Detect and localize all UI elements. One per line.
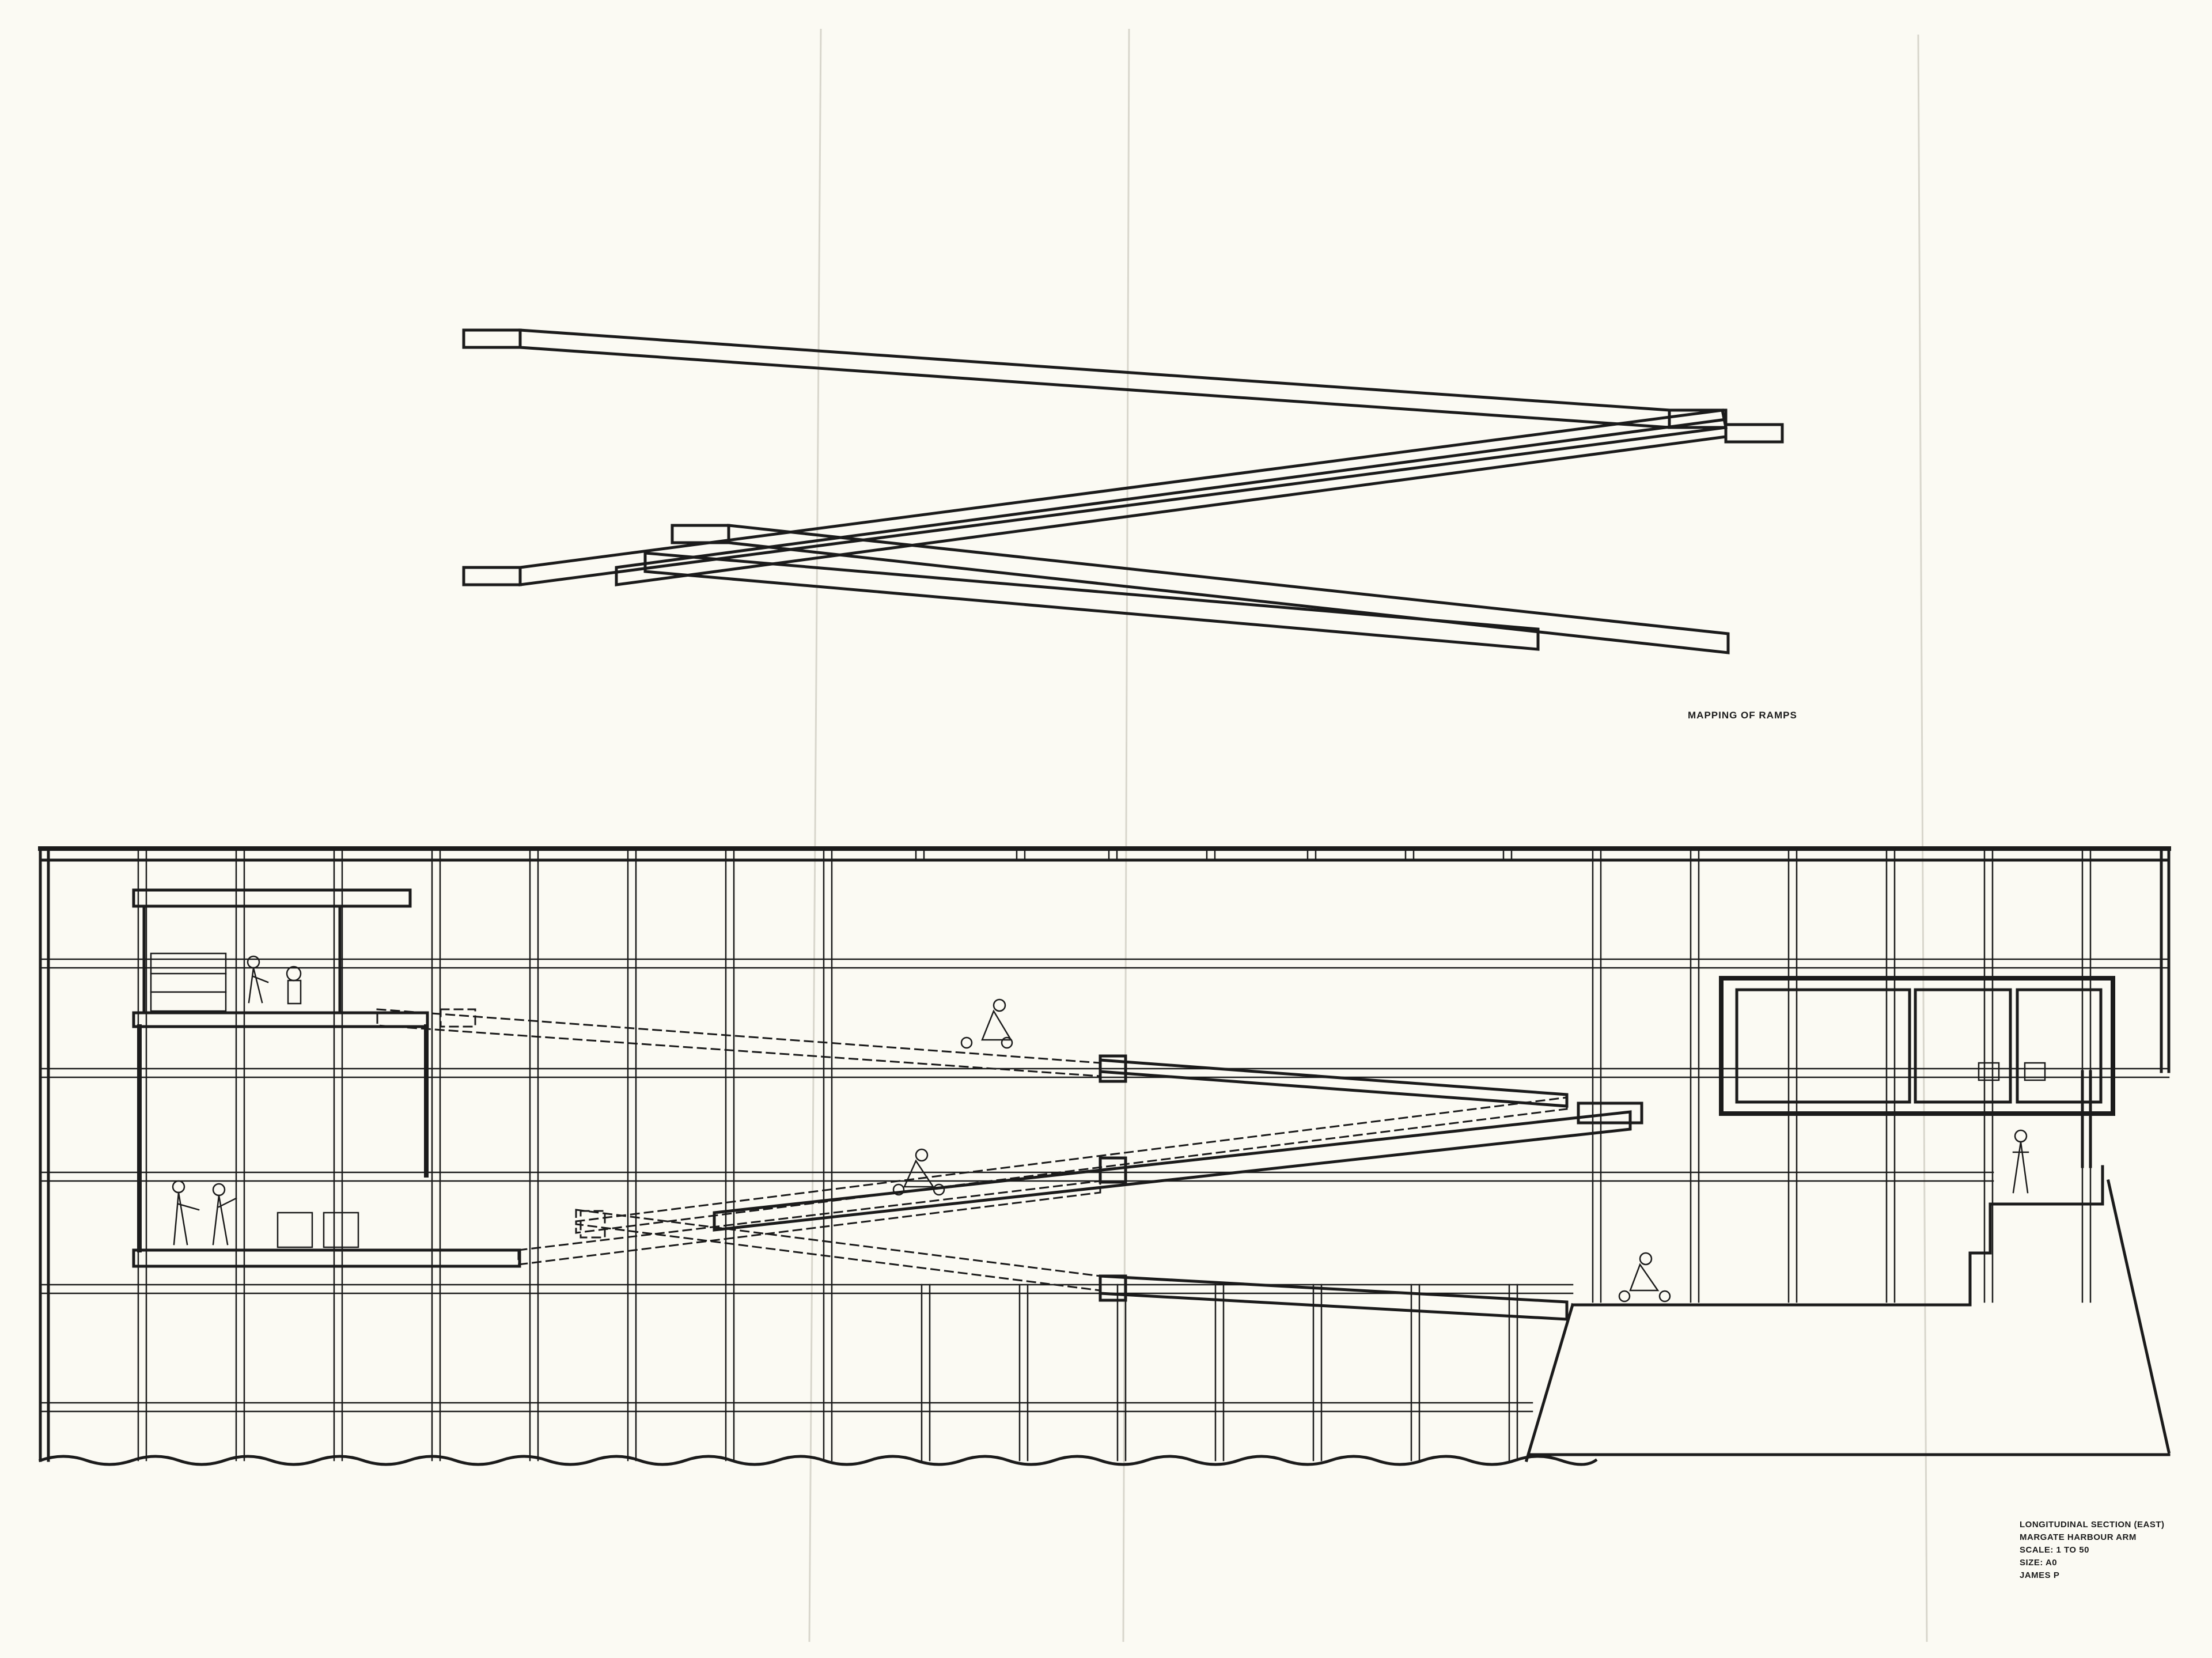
roof-beam-blocks xyxy=(915,847,1513,861)
ramp-mapping-plan xyxy=(462,328,1784,654)
grid-horizontal-beams xyxy=(39,958,2170,1413)
title-block-author: JAMES P xyxy=(2020,1570,2060,1580)
ramp-end-block xyxy=(462,328,522,349)
right-pavilion xyxy=(1719,976,2115,1116)
section-ramps-hidden xyxy=(376,1008,1568,1292)
ramp-end-block xyxy=(462,566,522,586)
ramp-end-block xyxy=(1724,423,1784,444)
ramp-segment xyxy=(643,551,1540,651)
longitudinal-section xyxy=(38,846,2171,1466)
ramp-segment xyxy=(615,418,1728,586)
title-block: LONGITUDINAL SECTION (EAST) MARGATE HARB… xyxy=(2020,1519,2165,1582)
ramp-segment xyxy=(518,408,1728,586)
right-steps-and-base xyxy=(1524,1070,2171,1463)
ground-line xyxy=(38,1455,1598,1466)
section-ramps xyxy=(713,1054,1643,1321)
ramp-mapping-label: MAPPING OF RAMPS xyxy=(1688,710,1797,721)
title-block-scale: SCALE: 1 TO 50 xyxy=(2020,1545,2089,1555)
title-block-size: SIZE: A0 xyxy=(2020,1558,2058,1568)
ramp-segment xyxy=(518,328,1671,429)
title-block-project: MARGATE HARBOUR ARM xyxy=(2020,1532,2137,1542)
title-block-title: LONGITUDINAL SECTION (EAST) xyxy=(2020,1520,2165,1530)
paper-fold-lines xyxy=(808,28,1928,1642)
left-building-volume xyxy=(132,888,521,1268)
grid-columns xyxy=(137,847,2092,1462)
ramp-segment xyxy=(727,524,1730,654)
human-figures xyxy=(172,955,2029,1303)
